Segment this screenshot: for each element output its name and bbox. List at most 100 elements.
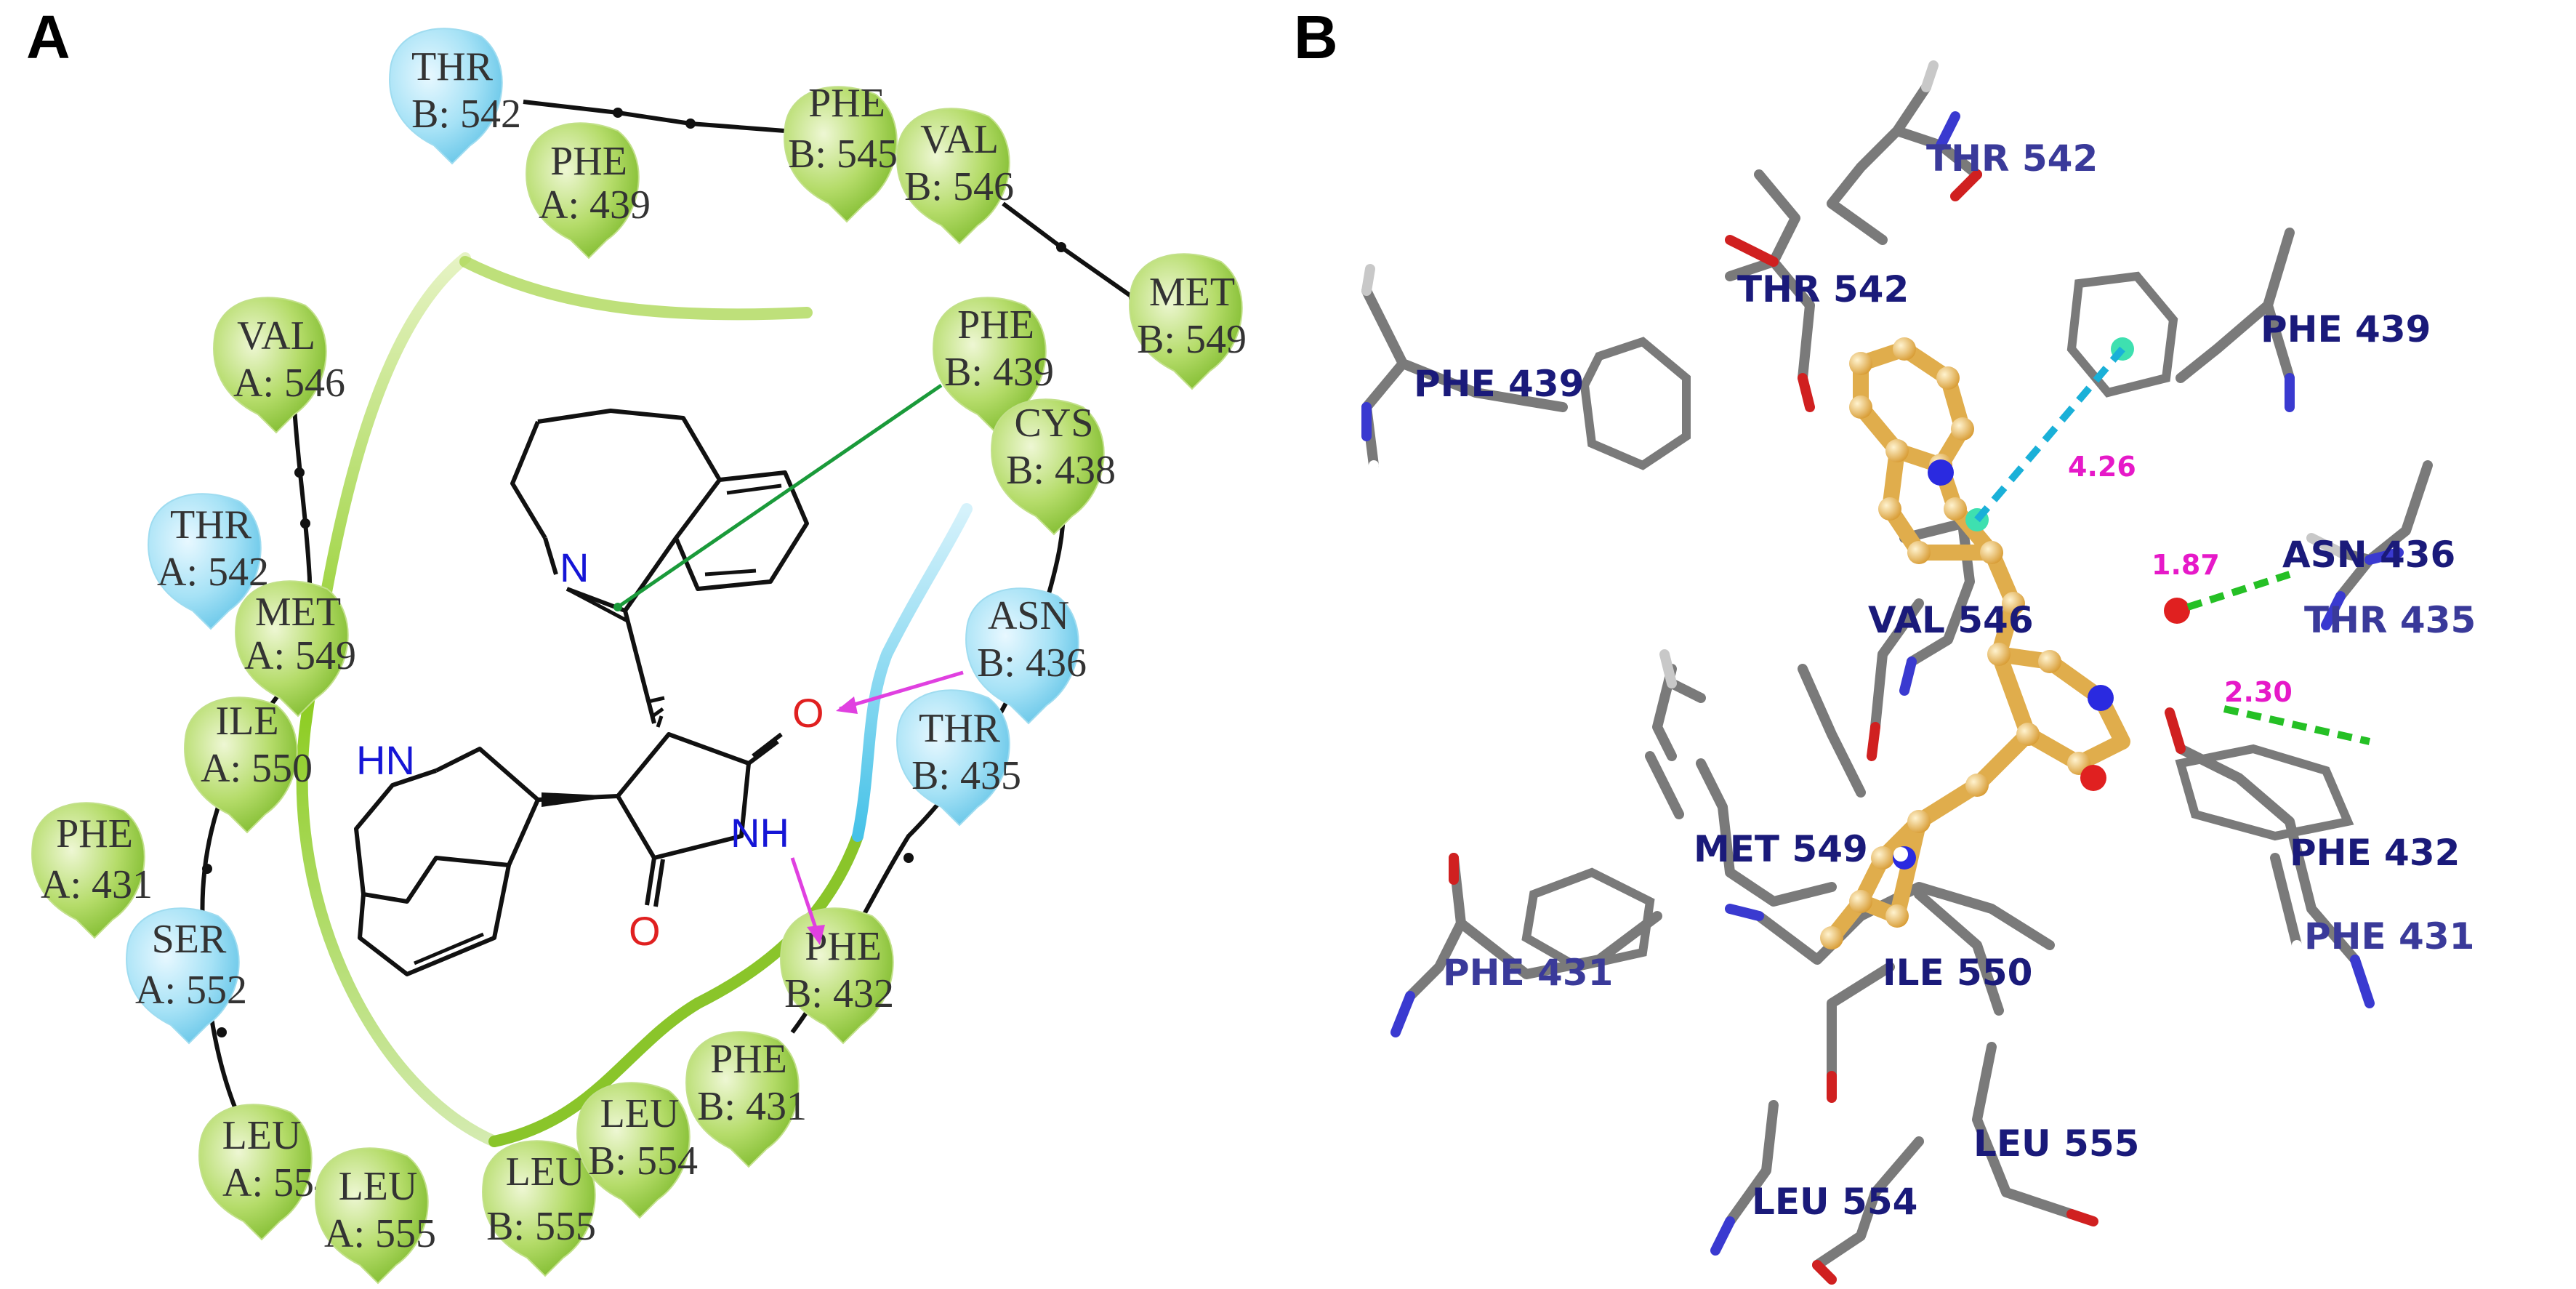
svg-text:PHE: PHE	[808, 81, 885, 126]
residue-label-b-phe439-right: PHE 439	[2261, 308, 2431, 350]
svg-text:A: 542: A: 542	[157, 550, 269, 595]
residue-labels-3d: THR 542 THR 542 PHE 439 PHE 439 ASN 436 …	[1414, 137, 2476, 1223]
heteroatom-sticks	[1361, 60, 2404, 1285]
svg-text:LEU: LEU	[339, 1164, 418, 1209]
svg-text:B: 438: B: 438	[1006, 448, 1116, 493]
svg-text:PHE: PHE	[56, 811, 133, 856]
svg-text:B: 554: B: 554	[588, 1139, 698, 1184]
svg-text:SER: SER	[152, 917, 227, 962]
svg-text:MET: MET	[255, 590, 341, 635]
residue-label-b-leu554: LEU 554	[1752, 1181, 1917, 1223]
svg-text:A: 555: A: 555	[324, 1211, 436, 1256]
svg-text:B: 549: B: 549	[1137, 317, 1247, 362]
residue-label-b-phe439-left: PHE 439	[1414, 363, 1584, 405]
residue-label-b-phe432: PHE 432	[2290, 832, 2460, 874]
svg-text:ILE: ILE	[215, 699, 278, 744]
hbond-line-asn436	[839, 670, 964, 711]
svg-text:LEU: LEU	[600, 1091, 680, 1136]
hbond-line-phe432	[790, 857, 820, 935]
svg-text:B: 431: B: 431	[697, 1084, 807, 1129]
atom-label-o-top: O	[792, 690, 824, 736]
aromatic-ring-sticks	[1521, 271, 2354, 972]
svg-text:B: 542: B: 542	[411, 92, 521, 137]
svg-text:THR: THR	[411, 44, 494, 89]
distance-label-pi: 4.26	[2068, 451, 2136, 483]
svg-text:B: 545: B: 545	[788, 132, 898, 177]
residue-label-b-leu555: LEU 555	[1973, 1123, 2139, 1165]
atom-label-nh: NH	[730, 810, 789, 856]
svg-text:MET: MET	[1149, 270, 1235, 315]
residue-label-b-thr435: THR 435	[2304, 599, 2476, 641]
svg-text:LEU: LEU	[222, 1113, 302, 1158]
svg-text:THR: THR	[919, 706, 1001, 751]
svg-text:A: 549: A: 549	[244, 633, 356, 678]
pi-stacking-line	[616, 383, 943, 609]
pi-stacking-dashes	[1974, 346, 2125, 523]
residue-phe431a: PHE A: 431	[31, 802, 153, 939]
svg-text:A: 552: A: 552	[135, 968, 247, 1013]
svg-text:PHE: PHE	[957, 302, 1034, 348]
panel-b-label: B	[1294, 3, 1338, 71]
hbond-dashes-asn436	[2186, 571, 2291, 611]
residue-label-b-phe431-right: PHE 431	[2304, 915, 2474, 957]
svg-text:A: 546: A: 546	[233, 361, 345, 406]
svg-text:PHE: PHE	[550, 139, 627, 184]
svg-text:VAL: VAL	[237, 313, 315, 358]
residue-label-b-met549: MET 549	[1694, 828, 1868, 870]
distance-label-hbond-1: 1.87	[2152, 549, 2220, 581]
pocket-outline	[296, 252, 973, 1147]
residue-label-b-val546: VAL 546	[1868, 599, 2034, 641]
svg-text:B: 435: B: 435	[911, 753, 1021, 798]
residue-leu555b: LEU B: 555	[482, 1140, 596, 1277]
ligand-2d-structure	[354, 409, 809, 976]
atom-label-n-ring: N	[560, 545, 589, 590]
pi-centroid-dot	[613, 603, 622, 611]
distance-label-hbond-2: 2.30	[2224, 676, 2293, 708]
svg-text:B: 555: B: 555	[486, 1204, 596, 1249]
residue-label-b-asn436: ASN 436	[2282, 534, 2455, 576]
residue-label-b-thr542: THR 542	[1737, 268, 1909, 310]
residue-label-b-thr542-top: THR 542	[1926, 137, 2098, 180]
hbond-arrow-phe432	[807, 925, 825, 945]
hbond-arrow-asn436	[836, 696, 858, 714]
hbond-dashes-thr435	[2223, 705, 2371, 745]
svg-text:B: 439: B: 439	[944, 350, 1054, 395]
svg-text:B: 432: B: 432	[784, 971, 894, 1016]
svg-text:A: 439: A: 439	[539, 182, 651, 228]
svg-text:A: 550: A: 550	[201, 746, 313, 791]
residue-phe545b: PHE B: 545	[784, 81, 898, 223]
atom-label-hn: HN	[356, 737, 415, 783]
svg-text:A: 431: A: 431	[41, 862, 153, 907]
svg-text:THR: THR	[170, 502, 252, 547]
svg-text:B: 436: B: 436	[977, 641, 1087, 686]
svg-text:B: 546: B: 546	[904, 164, 1014, 209]
residue-label-b-ile550: ILE 550	[1883, 952, 2032, 994]
panel-a-label: A	[26, 3, 71, 71]
residue-label-b-phe431-left: PHE 431	[1443, 952, 1613, 994]
svg-text:LEU: LEU	[506, 1149, 585, 1194]
svg-text:CYS: CYS	[1015, 401, 1094, 446]
atom-label-o-bottom: O	[629, 908, 661, 954]
svg-text:VAL: VAL	[920, 117, 999, 162]
svg-text:ASN: ASN	[988, 593, 1069, 638]
residue-ser552a: SER A: 552	[126, 907, 247, 1045]
svg-text:PHE: PHE	[710, 1037, 787, 1082]
bold-wedge	[542, 792, 618, 807]
